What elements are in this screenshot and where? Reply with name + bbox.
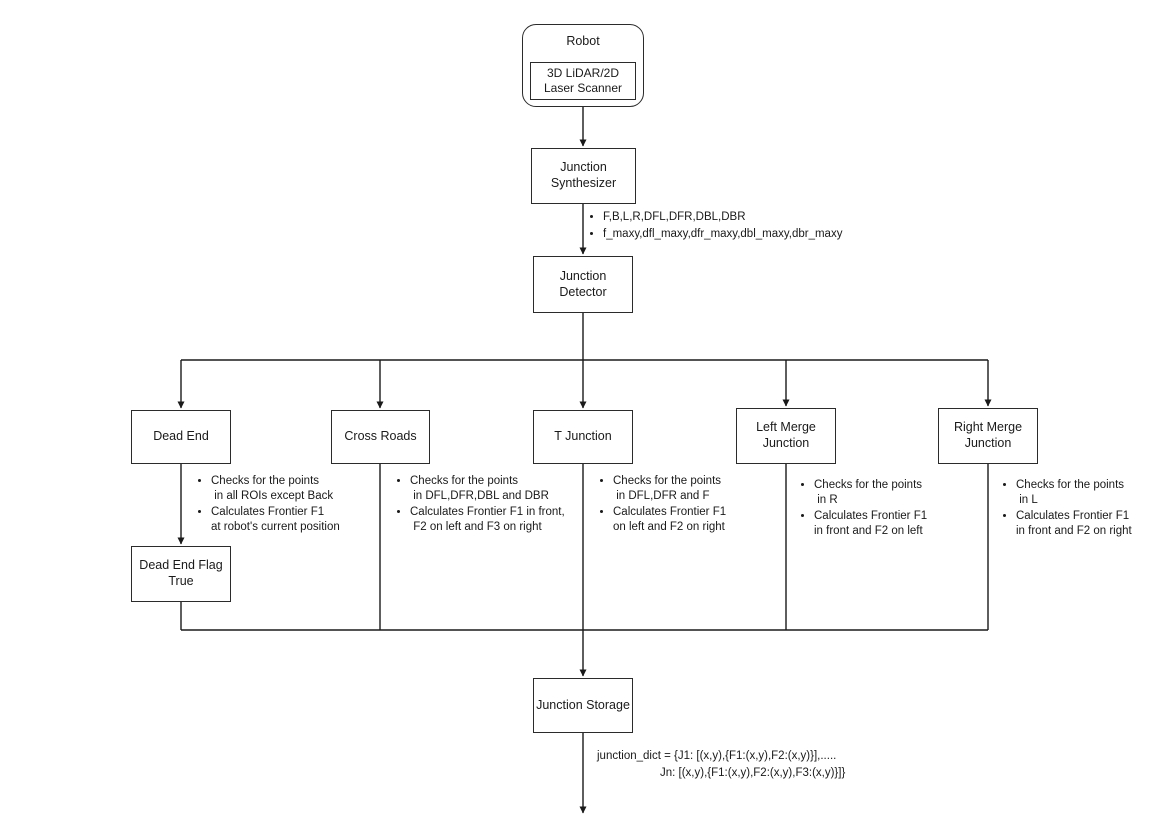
synthesizer-output-list: F,B,L,R,DFL,DFR,DBL,DBR f_maxy,dfl_maxy,… bbox=[588, 210, 888, 243]
cross-roads-note-item: Checks for the points in DFL,DFR,DBL and… bbox=[410, 474, 585, 503]
left-merge-note-item: Calculates Frontier F1 in front and F2 o… bbox=[814, 509, 979, 538]
t-junction-notes: Checks for the points in DFL,DFR and F C… bbox=[598, 474, 778, 537]
right-merge-junction-label: Right Merge Junction bbox=[953, 420, 1023, 450]
dead-end-label: Dead End bbox=[153, 429, 209, 444]
junction-detector-label: Junction Detector bbox=[559, 268, 607, 299]
node-t-junction: T Junction bbox=[533, 410, 633, 464]
dead-end-note-item: Checks for the points in all ROIs except… bbox=[211, 474, 371, 503]
synthesizer-output-item: f_maxy,dfl_maxy,dfr_maxy,dbl_maxy,dbr_ma… bbox=[603, 227, 888, 242]
node-robot: Robot 3D LiDAR/2D Laser Scanner bbox=[522, 24, 644, 107]
node-lidar-scanner: 3D LiDAR/2D Laser Scanner bbox=[530, 62, 636, 100]
junction-dict-annotation: junction_dict = {J1: [(x,y),{F1:(x,y),F2… bbox=[597, 748, 1017, 783]
node-junction-storage: Junction Storage bbox=[533, 678, 633, 733]
synthesizer-output-item: F,B,L,R,DFL,DFR,DBL,DBR bbox=[603, 210, 888, 225]
t-junction-note-item: Checks for the points in DFL,DFR and F bbox=[613, 474, 778, 503]
robot-title: Robot bbox=[566, 34, 600, 48]
junction-storage-label: Junction Storage bbox=[536, 697, 630, 712]
junction-dict-line1: junction_dict = {J1: [(x,y),{F1:(x,y),F2… bbox=[597, 750, 837, 762]
cross-roads-label: Cross Roads bbox=[344, 429, 417, 444]
dead-end-note-item: Calculates Frontier F1 at robot's curren… bbox=[211, 505, 371, 534]
dead-end-flag-true-label: Dead End Flag True bbox=[139, 558, 223, 588]
node-junction-synthesizer: Junction Synthesizer bbox=[531, 148, 636, 204]
junction-synthesizer-label: Junction Synthesizer bbox=[550, 160, 617, 190]
node-cross-roads: Cross Roads bbox=[331, 410, 430, 464]
node-left-merge-junction: Left Merge Junction bbox=[736, 408, 836, 464]
cross-roads-notes: Checks for the points in DFL,DFR,DBL and… bbox=[395, 474, 585, 537]
cross-roads-note-item: Calculates Frontier F1 in front, F2 on l… bbox=[410, 505, 585, 534]
lidar-scanner-label: 3D LiDAR/2D Laser Scanner bbox=[543, 66, 623, 95]
right-merge-note-item: Calculates Frontier F1 in front and F2 o… bbox=[1016, 509, 1170, 538]
right-merge-notes: Checks for the points in L Calculates Fr… bbox=[1001, 478, 1170, 541]
node-dead-end: Dead End bbox=[131, 410, 231, 464]
t-junction-label: T Junction bbox=[554, 429, 612, 444]
node-right-merge-junction: Right Merge Junction bbox=[938, 408, 1038, 464]
t-junction-note-item: Calculates Frontier F1 on left and F2 on… bbox=[613, 505, 778, 534]
node-dead-end-flag-true: Dead End Flag True bbox=[131, 546, 231, 602]
junction-dict-line2: Jn: [(x,y),{F1:(x,y),F2:(x,y),F3:(x,y)}]… bbox=[660, 767, 846, 780]
left-merge-junction-label: Left Merge Junction bbox=[756, 420, 816, 450]
left-merge-notes: Checks for the points in R Calculates Fr… bbox=[799, 478, 979, 541]
right-merge-note-item: Checks for the points in L bbox=[1016, 478, 1170, 507]
dead-end-notes: Checks for the points in all ROIs except… bbox=[196, 474, 371, 537]
left-merge-note-item: Checks for the points in R bbox=[814, 478, 979, 507]
node-junction-detector: Junction Detector bbox=[533, 256, 633, 313]
